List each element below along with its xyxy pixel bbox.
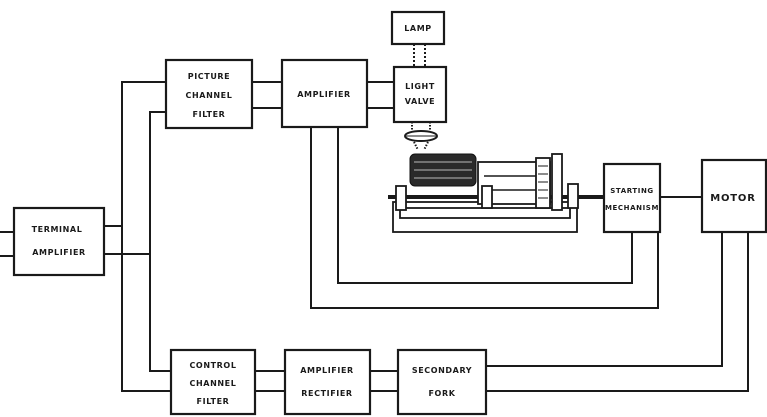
secondary-fork-label-2: FORK (428, 389, 455, 398)
fork-motor-bottom (486, 232, 749, 392)
connection-wires (0, 44, 749, 392)
lamp-label: LAMP (404, 24, 432, 33)
light-valve-label-2: VALVE (405, 97, 436, 106)
amplifier-top-block: AMPLIFIER (280, 58, 369, 129)
control-channel-filter-block: CONTROL CHANNEL FILTER (169, 348, 257, 416)
amplifier-rectifier-block: AMPLIFIER RECTIFIER (283, 348, 372, 416)
amp-start-loop-inner (337, 127, 633, 284)
amp-start-loop-outer (310, 127, 659, 309)
light-valve-label-1: LIGHT (405, 82, 435, 91)
fork-motor-top (486, 232, 723, 367)
amplifier-rectifier-label-2: RECTIFIER (301, 389, 352, 398)
bus-outer (121, 81, 171, 392)
amplifier-rectifier-label-1: AMPLIFIER (300, 366, 354, 375)
picture-filter-label-1: PICTURE (188, 72, 231, 81)
picture-filter-label-3: FILTER (193, 110, 226, 119)
control-filter-label-2: CHANNEL (190, 379, 237, 388)
terminal-amplifier-label-2: AMPLIFIER (32, 248, 86, 257)
lamp-block: LAMP (390, 10, 446, 46)
picture-channel-filter-block: PICTURE CHANNEL FILTER (164, 58, 254, 130)
terminal-amplifier-label-1: TERMINAL (32, 225, 83, 234)
terminal-amplifier-block: TERMINAL AMPLIFIER (12, 206, 106, 277)
control-filter-label-1: CONTROL (189, 361, 236, 370)
lens-icon (404, 122, 438, 151)
amplifier-top-label: AMPLIFIER (297, 90, 351, 99)
starting-mechanism-block: STARTING MECHANISM (602, 162, 662, 234)
bus-inner (149, 111, 171, 372)
starting-mechanism-label-1: STARTING (610, 187, 654, 195)
starting-mechanism-label-2: MECHANISM (605, 204, 659, 212)
picture-filter-label-2: CHANNEL (186, 91, 233, 100)
secondary-fork-block: SECONDARY FORK (396, 348, 488, 416)
motor-label: MOTOR (710, 193, 755, 204)
secondary-fork-label-1: SECONDARY (412, 366, 472, 375)
control-filter-label-3: FILTER (197, 397, 230, 406)
light-valve-block: LIGHT VALVE (392, 65, 448, 124)
motor-block: MOTOR (700, 158, 767, 234)
recording-drum-icon (388, 153, 604, 233)
